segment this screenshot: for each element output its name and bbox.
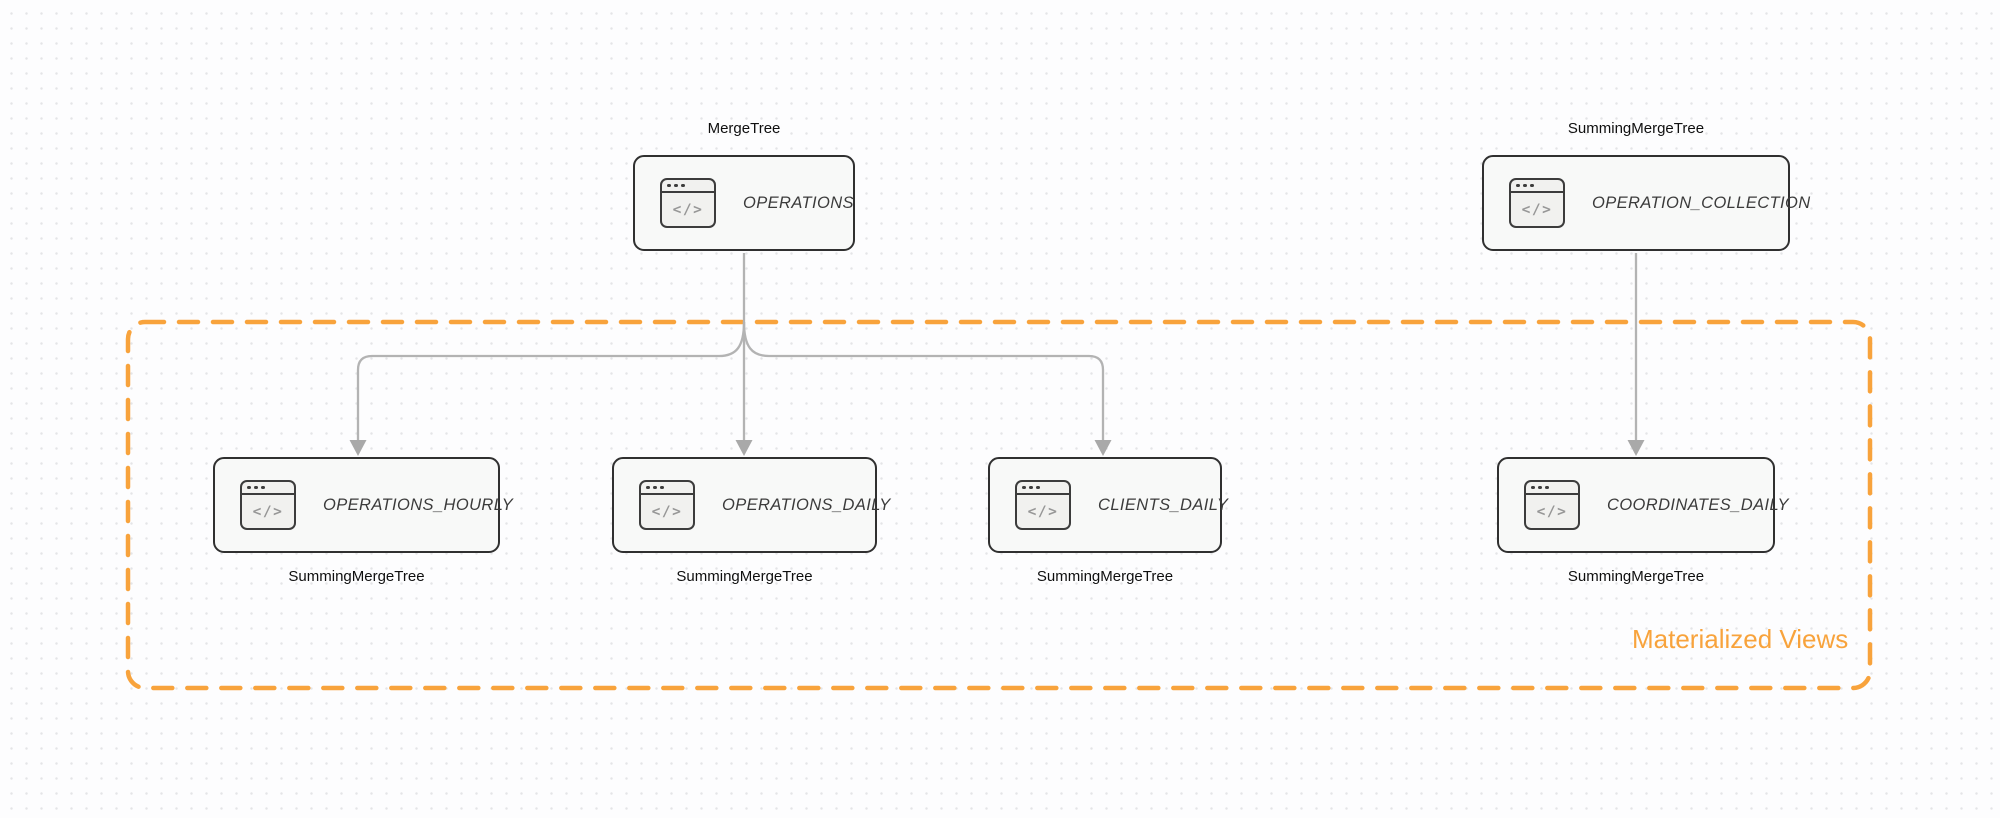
table-node-box[interactable]: </> COORDINATES_DAILY [1497, 457, 1789, 553]
engine-label: MergeTree [707, 120, 781, 137]
engine-label: SummingMergeTree [1567, 120, 1705, 137]
code-glyph: </> [651, 503, 683, 520]
table-node-box[interactable]: </> CLIENTS_DAILY [988, 457, 1228, 553]
table-node-box[interactable]: </> OPERATIONS [633, 155, 855, 251]
table-node-box[interactable]: </> OPERATIONS_HOURLY [213, 457, 513, 553]
code-glyph: </> [1521, 201, 1553, 218]
engine-label: SummingMergeTree [1036, 568, 1174, 585]
window-dots-icon [641, 482, 693, 495]
table-name: OPERATIONS_HOURLY [323, 495, 514, 514]
engine-label: SummingMergeTree [676, 568, 813, 585]
code-glyph: </> [1536, 503, 1568, 520]
table-name: COORDINATES_DAILY [1607, 495, 1789, 514]
table-name: OPERATION_COLLECTION [1592, 193, 1811, 212]
table-name: CLIENTS_DAILY [1098, 495, 1229, 514]
window-dots-icon [662, 180, 714, 193]
code-window-icon: </> [1509, 178, 1565, 228]
table-node-box[interactable]: </> OPERATION_COLLECTION [1482, 155, 1810, 251]
arrowhead-icon [1094, 440, 1112, 456]
node-operations[interactable]: MergeTree </> OPERATIONS [633, 120, 855, 251]
arrowhead-icon [1627, 440, 1645, 456]
node-operations-daily[interactable]: </> OPERATIONS_DAILY SummingMergeTree [612, 457, 890, 586]
window-dots-icon [242, 482, 294, 495]
code-glyph: </> [252, 503, 284, 520]
node-coordinates-daily[interactable]: </> COORDINATES_DAILY SummingMergeTree [1497, 457, 1789, 586]
node-operation-collection[interactable]: SummingMergeTree </> OPERATION_COLLECTIO… [1482, 120, 1810, 251]
edge-operations-to-clients-daily[interactable] [742, 321, 1105, 441]
engine-label: SummingMergeTree [288, 568, 425, 585]
code-window-icon: </> [1524, 480, 1580, 530]
window-dots-icon [1511, 180, 1563, 193]
window-dots-icon [1017, 482, 1069, 495]
arrowhead-icon [349, 440, 367, 456]
node-operations-hourly[interactable]: </> OPERATIONS_HOURLY SummingMergeTree [213, 457, 513, 586]
engine-label: SummingMergeTree [1567, 568, 1705, 585]
materialized-views-label: Materialized Views [1632, 624, 1849, 654]
table-node-box[interactable]: </> OPERATIONS_DAILY [612, 457, 890, 553]
window-dots-icon [1526, 482, 1578, 495]
code-window-icon: </> [1015, 480, 1071, 530]
table-name: OPERATIONS [743, 193, 854, 212]
arrowhead-icon [735, 440, 753, 456]
code-window-icon: </> [660, 178, 716, 228]
code-window-icon: </> [639, 480, 695, 530]
node-clients-daily[interactable]: </> CLIENTS_DAILY SummingMergeTree [988, 457, 1228, 586]
code-window-icon: </> [240, 480, 296, 530]
code-glyph: </> [1027, 503, 1059, 520]
code-glyph: </> [672, 201, 704, 218]
edge-operations-to-operations-hourly[interactable] [356, 321, 746, 441]
table-name: OPERATIONS_DAILY [722, 495, 891, 514]
